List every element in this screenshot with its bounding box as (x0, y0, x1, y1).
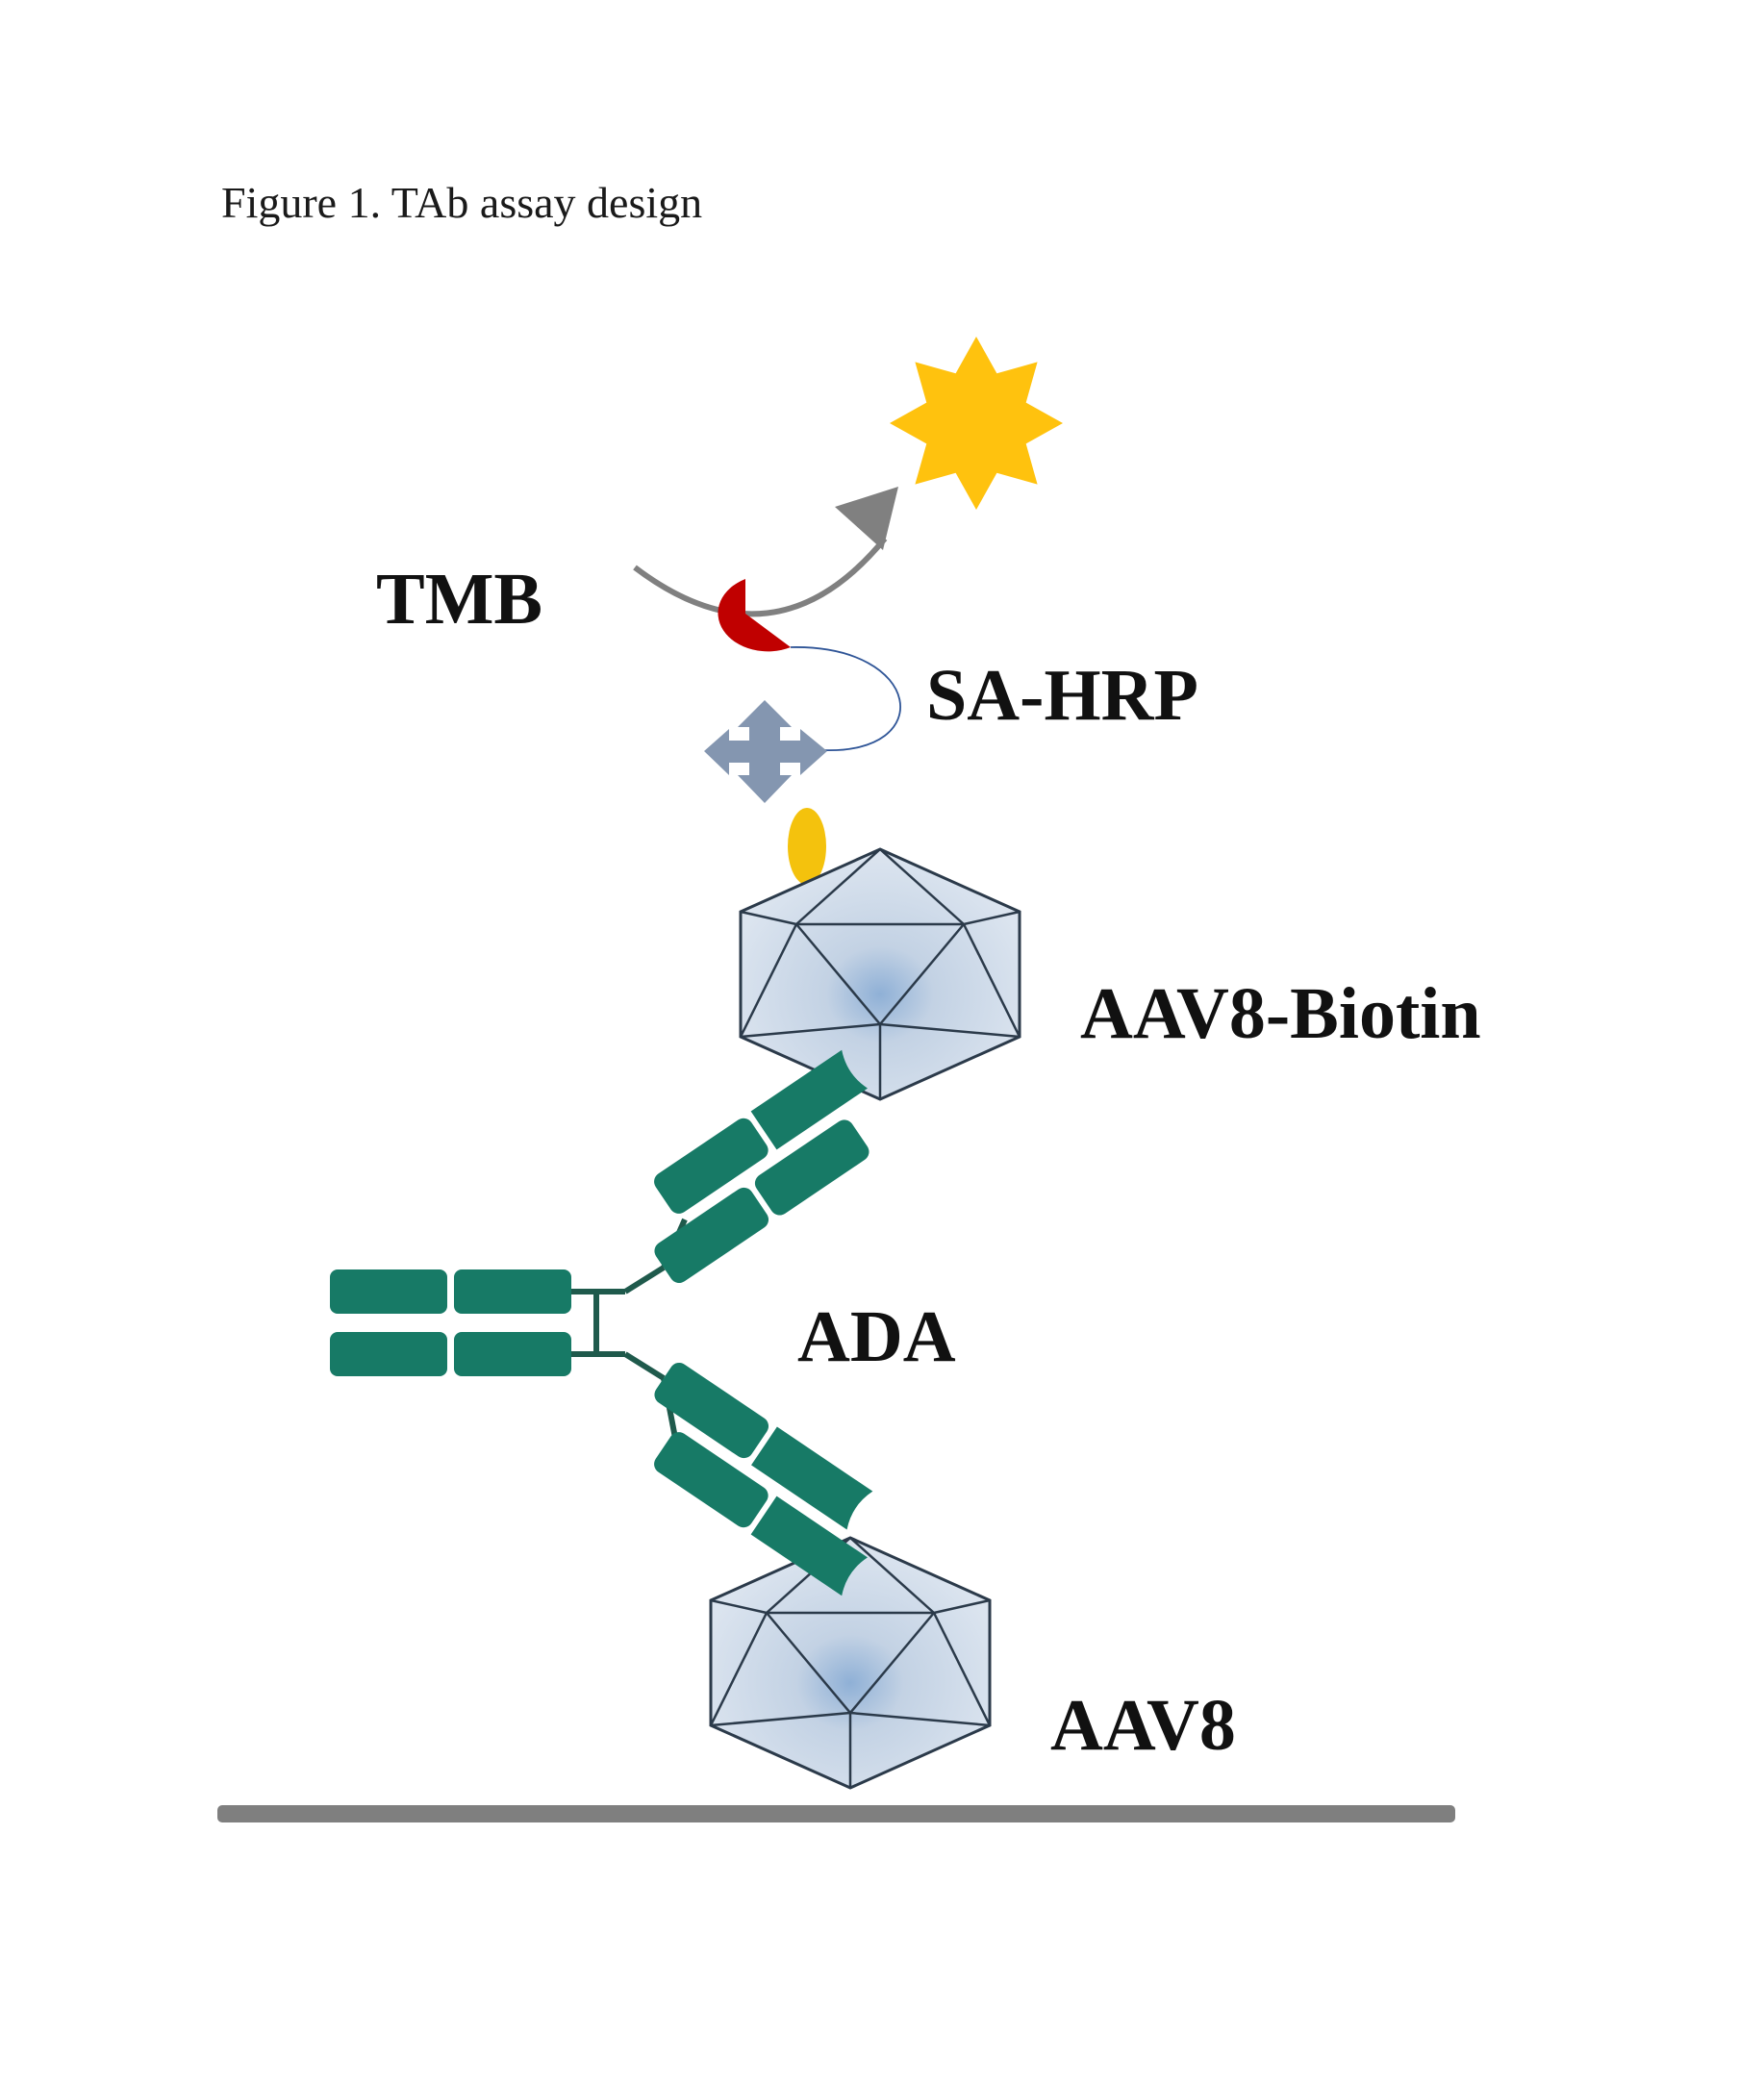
figure-caption: Figure 1. TAb assay design (221, 178, 703, 227)
aav8-biotin-label: AAV8-Biotin (1080, 973, 1481, 1054)
pacman-enzyme-icon (718, 579, 791, 652)
plate-surface-icon (217, 1805, 1455, 1822)
sa-hrp-label: SA-HRP (926, 655, 1198, 736)
starburst-icon (890, 337, 1063, 510)
icosahedron-icon (739, 847, 1021, 1101)
y-antibody-icon (330, 1049, 873, 1596)
ada-label: ADA (797, 1296, 956, 1377)
tmb-label: TMB (376, 559, 543, 640)
aav8-label: AAV8 (1050, 1685, 1236, 1766)
icosahedron-icon (709, 1536, 992, 1790)
four-way-arrow-icon (704, 700, 827, 803)
hrp-linker-loop (790, 646, 901, 751)
ellipse-icon (788, 808, 826, 885)
curved-arrow-icon (633, 487, 898, 617)
